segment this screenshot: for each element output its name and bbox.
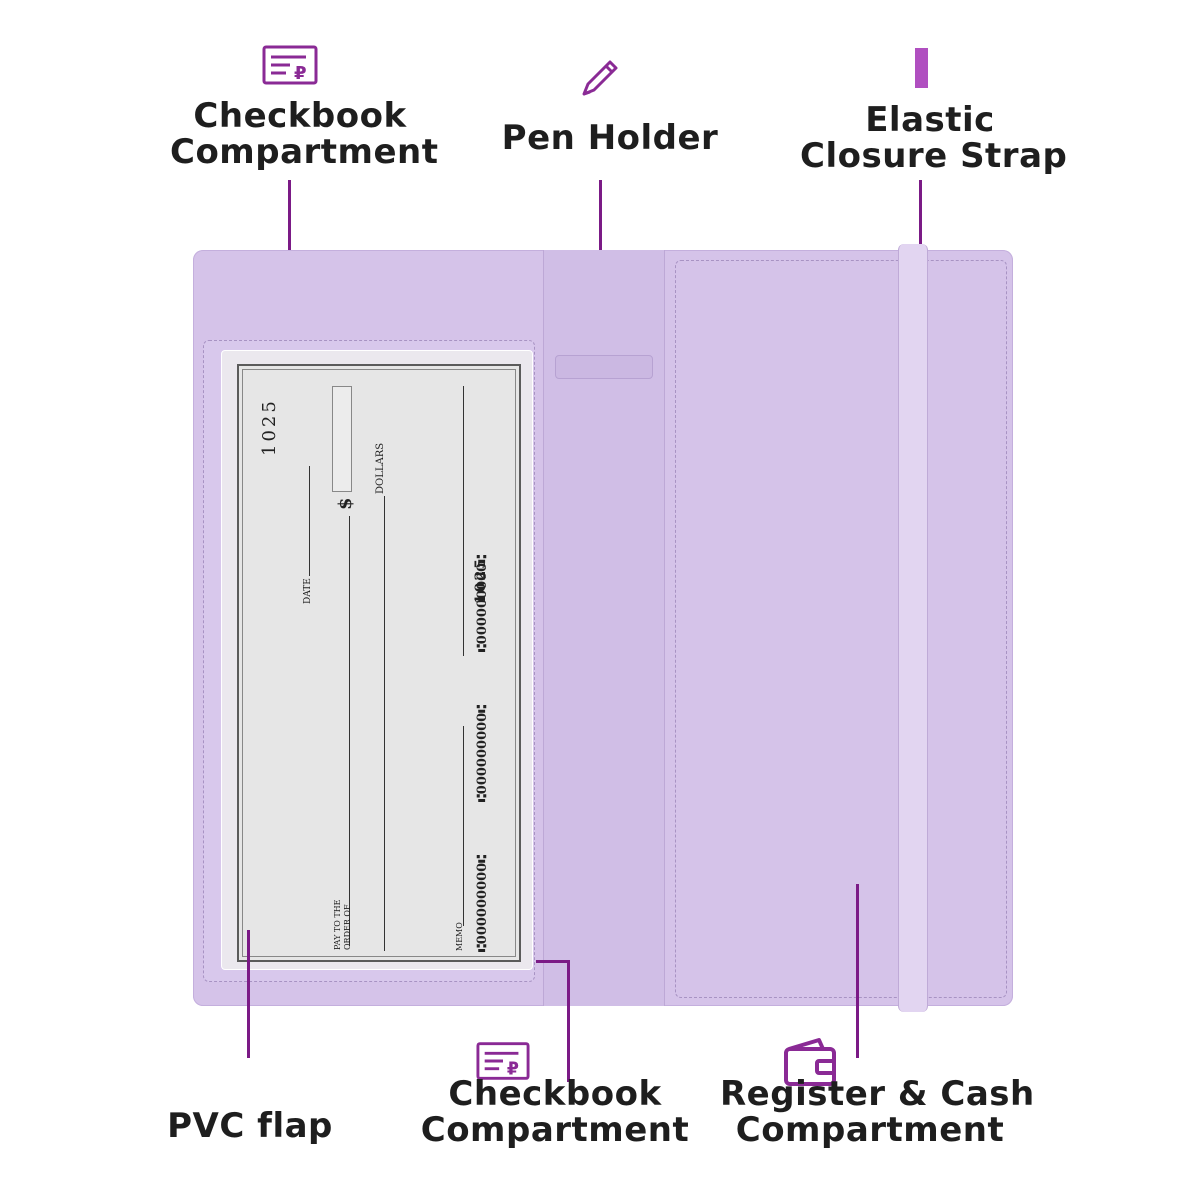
pvc-flap-label: PVC flap [167, 1106, 333, 1146]
check: 1025 DATE $ DOLLARS PAY TO THE ORDER OF … [237, 364, 521, 962]
pay-to-label: PAY TO THE [333, 899, 342, 950]
elastic-strap[interactable] [898, 244, 928, 1012]
strap-icon [914, 47, 930, 93]
dollar-sign: $ [335, 497, 356, 510]
micr-account: ⑆000000000⑆ [475, 704, 490, 802]
register-cash-pocket[interactable] [675, 260, 1007, 998]
dollars-label: DOLLARS [375, 442, 386, 494]
check-line [463, 726, 464, 926]
check-line [384, 496, 385, 951]
micr-routing: ⑆000000000⑆ [475, 554, 490, 652]
amount-box [332, 386, 352, 492]
checkbook-compartment-label-top: Checkbook Compartment [170, 96, 439, 172]
checkbook-compartment-label-bottom: Checkbook Compartment [420, 1074, 690, 1150]
micr-bottom: ⑆000000000⑆ [475, 854, 490, 952]
svg-text:₽: ₽ [294, 63, 307, 84]
leader-line [536, 960, 570, 963]
check-icon: ₽ [262, 45, 318, 89]
elastic-closure-strap-label: Elastic Closure Strap [800, 100, 1068, 176]
svg-text:₽: ₽ [507, 1060, 519, 1080]
wallet-icon [783, 1037, 837, 1091]
pen-holder-loop[interactable] [555, 355, 653, 379]
leader-line [856, 884, 859, 1058]
check-line [463, 386, 464, 656]
leader-line [247, 930, 250, 1058]
leader-line [567, 960, 570, 1082]
check-number: 1025 [259, 398, 280, 456]
order-of-label: ORDER OF [343, 904, 352, 950]
check-line [309, 466, 310, 576]
memo-label: MEMO [455, 922, 464, 951]
pen-holder-label: Pen Holder [501, 118, 719, 158]
register-cash-compartment-label: Register & Cash Compartment [720, 1074, 1035, 1150]
pen-icon [578, 56, 622, 104]
check-line [349, 516, 350, 946]
check-icon: ₽ [476, 1041, 530, 1085]
date-label: DATE [303, 578, 313, 604]
